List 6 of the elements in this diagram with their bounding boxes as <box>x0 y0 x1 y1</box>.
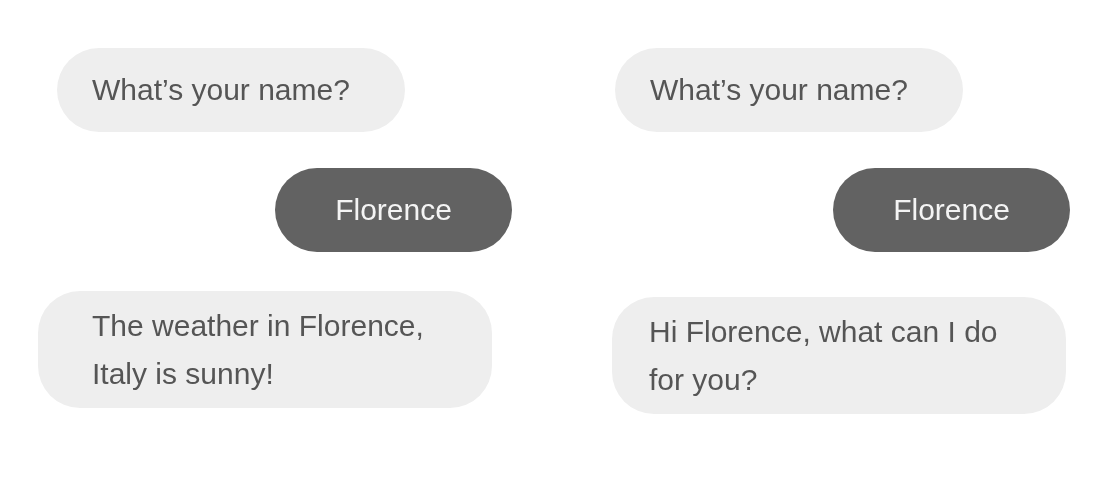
message-text: What’s your name? <box>650 72 908 108</box>
message-text: Florence <box>893 192 1010 228</box>
message-text: Hi Florence, what can I do for you? <box>649 313 999 398</box>
message-text: What’s your name? <box>92 72 350 108</box>
message-text: The weather in Florence, Italy is sunny! <box>92 307 425 392</box>
message-text: Florence <box>335 192 452 228</box>
